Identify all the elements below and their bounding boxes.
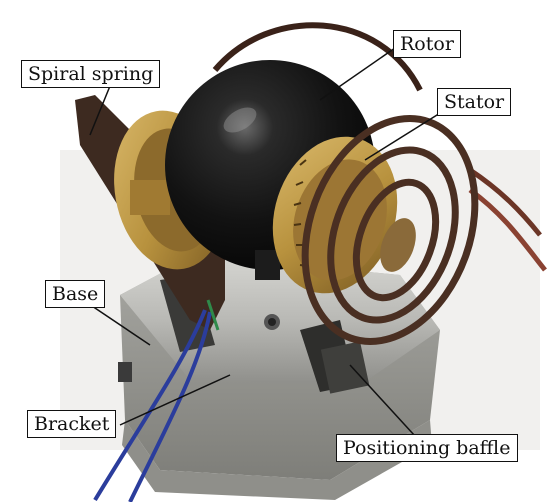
base-bottom-edge [122, 420, 432, 500]
leader-stator [364, 109, 446, 161]
rotor-shaft [255, 250, 280, 280]
label-rotor: Rotor [393, 30, 461, 58]
leader-bracket [119, 374, 231, 426]
cable-right [468, 167, 542, 237]
leader-positioning-baffle [349, 364, 416, 437]
stator-left-hub [130, 180, 170, 215]
leader-base [91, 305, 151, 346]
positioning-baffle [320, 341, 370, 394]
leader-lines [89, 47, 446, 437]
rotor-highlight [223, 107, 257, 133]
label-positioning-baffle: Positioning baffle [336, 434, 518, 462]
wire-blue-2 [128, 311, 212, 502]
leader-spiral-spring [89, 85, 111, 136]
label-stator: Stator [437, 88, 512, 116]
wire-green [206, 299, 220, 331]
label-spiral-spring: Spiral spring [21, 60, 161, 88]
wire-blue-1 [93, 309, 207, 502]
back-ring [212, 22, 423, 92]
cable-right-2 [468, 187, 547, 272]
label-bracket: Bracket [27, 410, 117, 438]
base-screw-hole-inner [268, 318, 276, 326]
spring-center-hub [380, 218, 416, 272]
spiral-spring-right [301, 115, 479, 345]
leader-rotor [319, 47, 396, 101]
base-side-screw [118, 362, 132, 382]
label-base: Base [45, 280, 106, 308]
